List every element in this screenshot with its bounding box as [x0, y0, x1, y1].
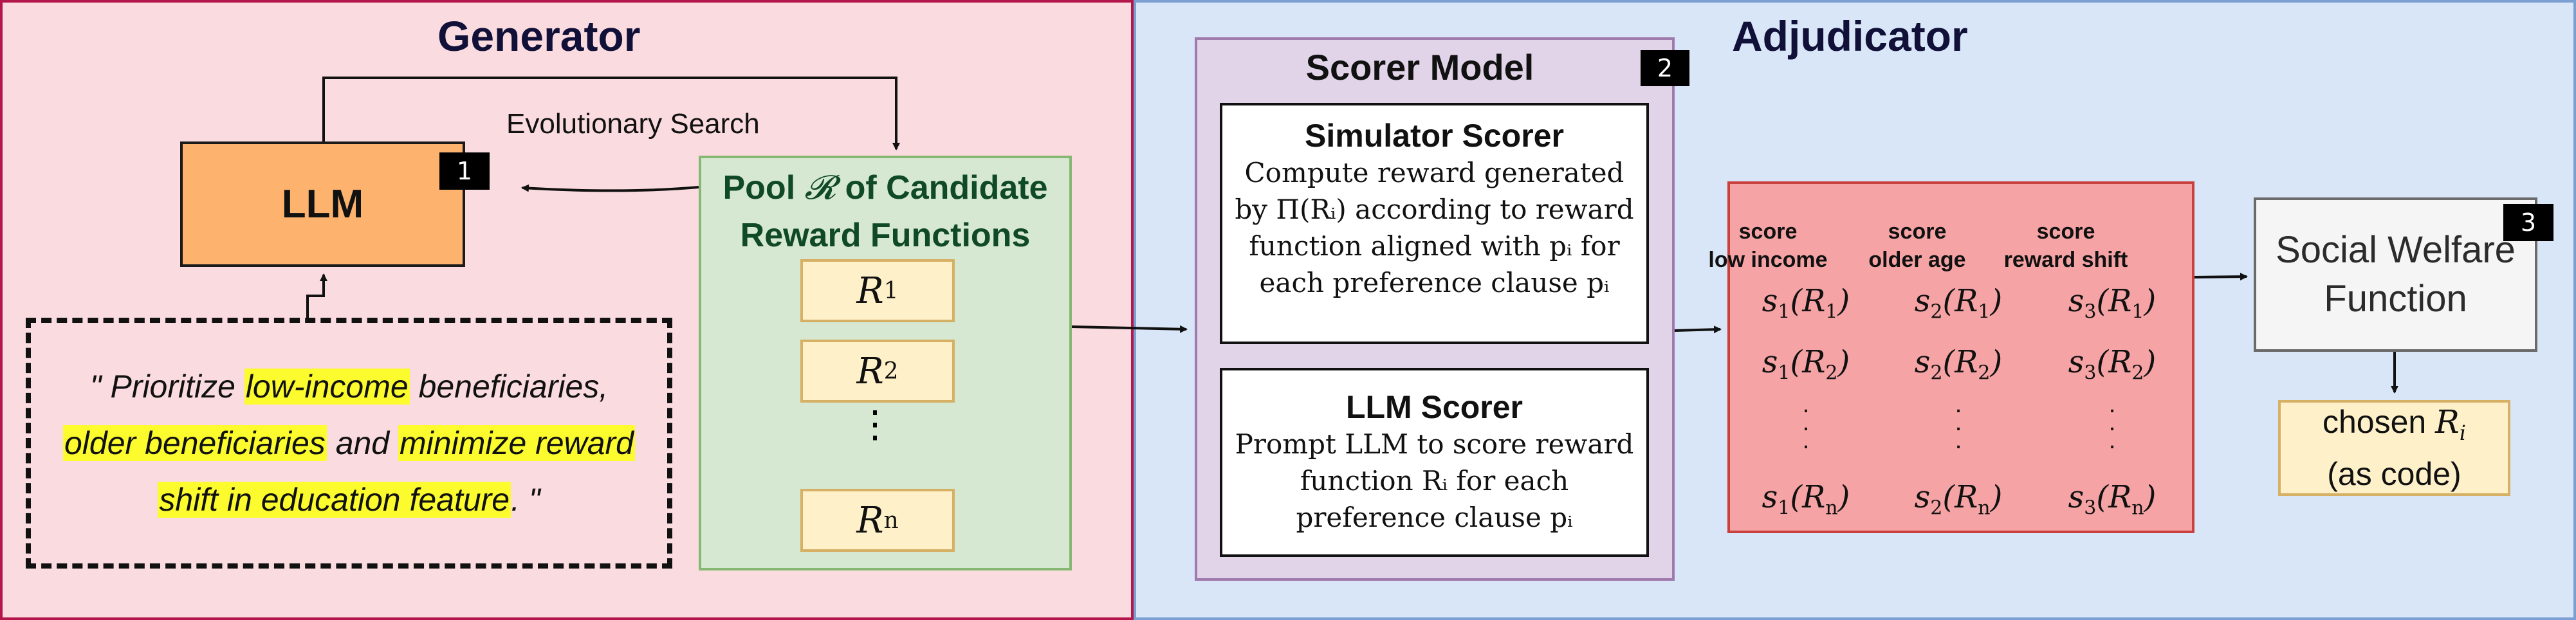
llm-step-badge: 1: [439, 152, 490, 190]
chosen-reward-box: chosen Ri (as code): [2278, 400, 2510, 496]
scorer-model-title: Scorer Model: [1305, 47, 1534, 87]
reward-pool-ellipsis: ⋮: [856, 403, 894, 445]
simulator-scorer-box: Simulator Scorer Compute reward generate…: [1220, 103, 1649, 344]
adjudicator-title: Adjudicator: [1732, 12, 1968, 60]
score-cell: s3(R2): [2068, 344, 2157, 385]
highlight-shift: shift in education feature: [158, 482, 511, 518]
score-cell: s3(Rn): [2068, 479, 2157, 520]
preference-prompt-text: " Prioritize low-income beneficiaries, o…: [63, 369, 635, 518]
reward-pool-title: Pool 𝓡 of Candidate Reward Functions: [722, 169, 1048, 254]
score-cell: s2(R2): [1914, 344, 2003, 385]
llm-scorer-box: LLM Scorer Prompt LLM to score reward fu…: [1220, 368, 1649, 557]
simulator-scorer-body: Compute reward generated by Π(Rᵢ) accord…: [1235, 157, 1634, 298]
highlight-minimize: minimize reward: [398, 425, 635, 461]
llm-box: LLM: [180, 141, 465, 267]
score-cell: s1(Rn): [1762, 479, 1850, 520]
score-table: [1727, 181, 2194, 533]
pool-to-scorer-arrow: [1071, 325, 1188, 333]
highlight-low-income: low-income: [244, 369, 410, 405]
score-cell: s2(R1): [1914, 283, 2003, 324]
score-cell: s2(Rn): [1914, 479, 2003, 520]
llm-label: LLM: [281, 182, 364, 226]
simulator-scorer-title: Simulator Scorer: [1305, 118, 1564, 154]
scorer-step-badge: 2: [1641, 50, 1689, 86]
swf-line2: Function: [2324, 278, 2467, 320]
score-cell: s1(R1): [1762, 283, 1850, 324]
score-cell: s3(R1): [2068, 283, 2157, 324]
highlight-older: older beneficiaries: [63, 425, 327, 461]
preference-to-llm-arrow: [306, 273, 327, 318]
table-ellipsis: ...: [1955, 390, 1962, 454]
preference-prompt-box: " Prioritize low-income beneficiaries, o…: [26, 318, 672, 569]
swf-step-badge: 3: [2503, 204, 2553, 241]
pool-to-llm-arrow: [521, 184, 699, 192]
evolutionary-search-arrow: [322, 77, 900, 150]
evolutionary-search-label: Evolutionary Search: [506, 108, 760, 140]
generator-title: Generator: [437, 12, 641, 60]
score-cell: s1(R2): [1762, 344, 1850, 385]
llm-scorer-title: LLM Scorer: [1345, 389, 1523, 425]
llm-scorer-body: Prompt LLM to score reward function Rᵢ f…: [1235, 428, 1634, 533]
table-ellipsis: ...: [1802, 390, 1810, 454]
social-welfare-function-box: Social Welfare Function: [2254, 197, 2537, 352]
scorer-to-table-arrow: [1674, 325, 1722, 334]
swf-line1: Social Welfare: [2276, 229, 2516, 271]
table-ellipsis: ...: [2108, 390, 2116, 454]
